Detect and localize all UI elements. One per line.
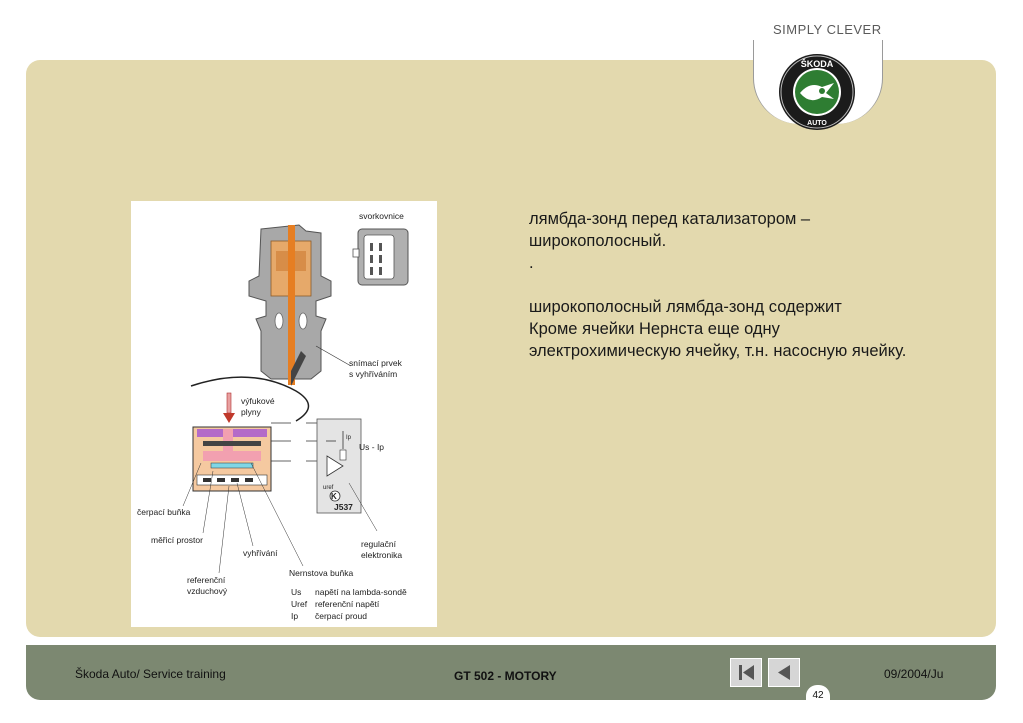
footer-bar	[26, 645, 996, 700]
text-line-4: широкополосный лямбда-зонд содержит	[529, 298, 842, 316]
footer-date: 09/2004/Ju	[884, 667, 944, 681]
control-unit-box	[316, 418, 362, 514]
text-line-6: электрохимическую ячейку, т.н. насосную …	[529, 342, 907, 360]
text-line-3: .	[529, 254, 534, 272]
diagram-drawing	[182, 224, 409, 574]
label-k-symbol: K	[331, 492, 337, 501]
label-reference-air-2: vzduchový	[187, 586, 228, 596]
sensor-cell-block	[192, 426, 272, 492]
skip-to-first-icon	[739, 665, 754, 680]
footer-divider	[26, 637, 996, 645]
label-exhaust-2: plyny	[241, 407, 261, 417]
footer-course-title: GT 502 - MOTORY	[454, 669, 557, 683]
leader-lines	[182, 462, 378, 574]
logo-text-top: ŠKODA	[801, 58, 834, 69]
slide-text: лямбда-зонд перед катализатором – широко…	[529, 208, 989, 362]
label-exhaust-1: výfukové	[241, 396, 275, 406]
footer-organization: Škoda Auto/ Service training	[75, 667, 226, 681]
label-heating: vyhřívání	[243, 548, 278, 558]
text-line-5: Кроме ячейки Нернста еще одну	[529, 320, 780, 338]
connector-icon	[352, 228, 409, 286]
skoda-logo: ŠKODA AUTO	[779, 54, 855, 130]
label-ip-small: Ip	[346, 435, 352, 441]
brand-tagline: SIMPLY CLEVER	[773, 22, 882, 37]
text-line-2: широкополосный.	[529, 232, 667, 250]
first-slide-button[interactable]	[730, 658, 762, 687]
sensor-housing	[248, 224, 332, 386]
label-sensing-element-1: snímací prvek	[349, 358, 402, 368]
label-control-2: elektronika	[361, 550, 403, 560]
label-reference-air-1: referenční	[187, 575, 226, 585]
label-nernst-cell: Nernstova buňka	[289, 568, 354, 578]
legend-text-ip: čerpací proud	[315, 611, 367, 621]
label-measuring-space: měřicí prostor	[151, 535, 203, 545]
label-us-ip: Us - Ip	[359, 442, 385, 452]
text-line-1: лямбда-зонд перед катализатором –	[529, 210, 811, 228]
lambda-probe-diagram: svorkovnice snímací prvek s vyhříváním v…	[131, 201, 437, 627]
logo-text-bottom: AUTO	[807, 120, 827, 127]
legend-symbol-us: Us	[291, 587, 302, 597]
page-number: 42	[806, 685, 830, 707]
previous-slide-button[interactable]	[768, 658, 800, 687]
legend-symbol-uref: Uref	[291, 599, 308, 609]
legend-text-us: napětí na lambda-sondě	[315, 587, 407, 597]
label-control-1: regulační	[361, 539, 396, 549]
label-unit-code: J537	[334, 502, 353, 512]
label-sensing-element-2: s vyhříváním	[349, 369, 398, 379]
skoda-winged-arrow-icon	[800, 83, 834, 101]
label-terminal: svorkovnice	[359, 211, 404, 221]
legend-symbol-ip: Ip	[291, 611, 299, 621]
exhaust-arrow-icon	[223, 392, 235, 423]
legend-text-uref: referenční napětí	[315, 599, 380, 609]
label-pump-cell: čerpací buňka	[137, 507, 191, 517]
previous-slide-icon	[778, 665, 790, 680]
label-uref-small: uref	[323, 485, 334, 491]
